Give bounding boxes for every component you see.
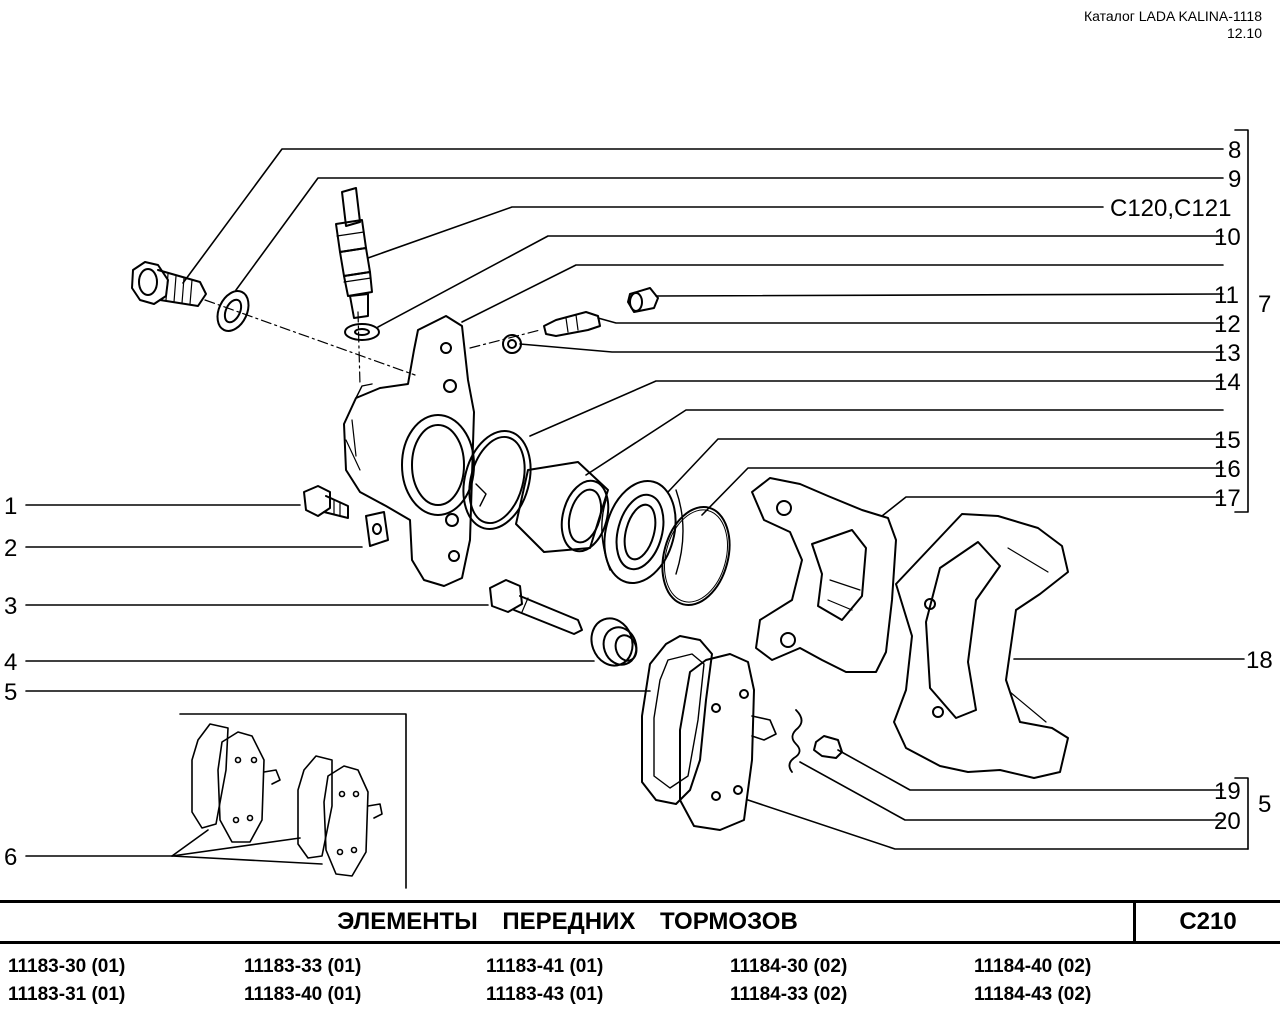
plate-part-2 <box>365 511 389 547</box>
hose-fitting <box>335 187 373 319</box>
model-code: 11184-33 (02) <box>730 984 848 1005</box>
inset-pads-part-6 <box>191 723 383 877</box>
page-code: C210 <box>1133 903 1280 941</box>
model-code: 11183-40 (01) <box>244 984 362 1005</box>
small-bolt-part-19 <box>813 735 843 759</box>
catalog-name: Каталог LADA KALINA-1118 <box>1083 8 1262 24</box>
bleeder-screw-part-12 <box>543 311 601 337</box>
model-code: 11183-30 (01) <box>8 956 126 977</box>
washer-part-9 <box>216 290 250 332</box>
model-code: 11183-31 (01) <box>8 984 126 1005</box>
model-code: 11184-40 (02) <box>974 956 1092 977</box>
callout-13: 13 <box>1214 340 1241 367</box>
callout-9: 9 <box>1228 166 1241 193</box>
model-codes: 11183-30 (01) 11183-31 (01) 11183-33 (01… <box>8 956 1278 1016</box>
brake-pads-part-5 <box>641 635 777 831</box>
model-code: 11183-33 (01) <box>244 956 362 977</box>
callout-15: 15 <box>1214 427 1241 454</box>
piston-part-15 <box>515 461 610 553</box>
callout-17: 17 <box>1214 485 1241 512</box>
model-code: 11184-43 (02) <box>974 984 1092 1005</box>
callout-ref: C120,C121 <box>1110 195 1231 222</box>
diagram-title: ЭЛЕМЕНТЫ ПЕРЕДНИХ ТОРМОЗОВ <box>337 908 798 935</box>
pin-boot-part-4 <box>590 617 638 667</box>
callout-16: 16 <box>1214 456 1241 483</box>
callout-4: 4 <box>4 649 17 676</box>
guide-pin-part-3 <box>489 579 583 635</box>
callout-5: 5 <box>4 679 17 706</box>
spring-clip-part-20 <box>788 709 803 773</box>
leader-lines <box>182 129 1249 850</box>
callout-labels: 8 9 C120,C121 10 11 7 12 13 14 15 16 17 … <box>4 137 1273 871</box>
spring-ring-part-17 <box>661 505 731 607</box>
callout-6: 6 <box>4 844 17 871</box>
catalog-header: Каталог LADA KALINA-1118 12.10 <box>1084 8 1262 42</box>
leader-lines-left <box>25 504 651 889</box>
caliper-bracket-part-18a <box>751 477 897 673</box>
boot-part-16 <box>601 480 684 584</box>
washer-part-10 <box>344 323 380 341</box>
callout-5-right: 5 <box>1258 791 1271 818</box>
bolt-part-8 <box>131 261 207 307</box>
callout-10: 10 <box>1214 224 1241 251</box>
callout-14: 14 <box>1214 369 1241 396</box>
model-code: 11183-43 (01) <box>486 984 604 1005</box>
callout-2: 2 <box>4 535 17 562</box>
title-block: ЭЛЕМЕНТЫ ПЕРЕДНИХ ТОРМОЗОВ C210 <box>0 900 1280 944</box>
callout-1: 1 <box>4 493 17 520</box>
bolt-part-1 <box>303 485 349 519</box>
model-code: 11183-41 (01) <box>486 956 604 977</box>
axis-lines <box>204 299 541 386</box>
caliper-bracket-part-18b <box>893 513 1069 779</box>
callout-11: 11 <box>1214 282 1239 309</box>
callout-8: 8 <box>1228 137 1241 164</box>
catalog-date: 12.10 <box>1226 25 1262 41</box>
seal-ring-part-14 <box>462 429 532 531</box>
model-code: 11184-30 (02) <box>730 956 848 977</box>
callout-3: 3 <box>4 593 17 620</box>
callout-12: 12 <box>1214 311 1241 338</box>
callout-20: 20 <box>1214 808 1241 835</box>
cap-part-11 <box>627 287 659 313</box>
exploded-diagram: 8 9 C120,C121 10 11 7 12 13 14 15 16 17 … <box>4 129 1273 889</box>
callout-18: 18 <box>1246 647 1273 674</box>
seal-part-13 <box>502 334 522 354</box>
callout-7: 7 <box>1258 291 1271 318</box>
callout-19: 19 <box>1214 778 1241 805</box>
